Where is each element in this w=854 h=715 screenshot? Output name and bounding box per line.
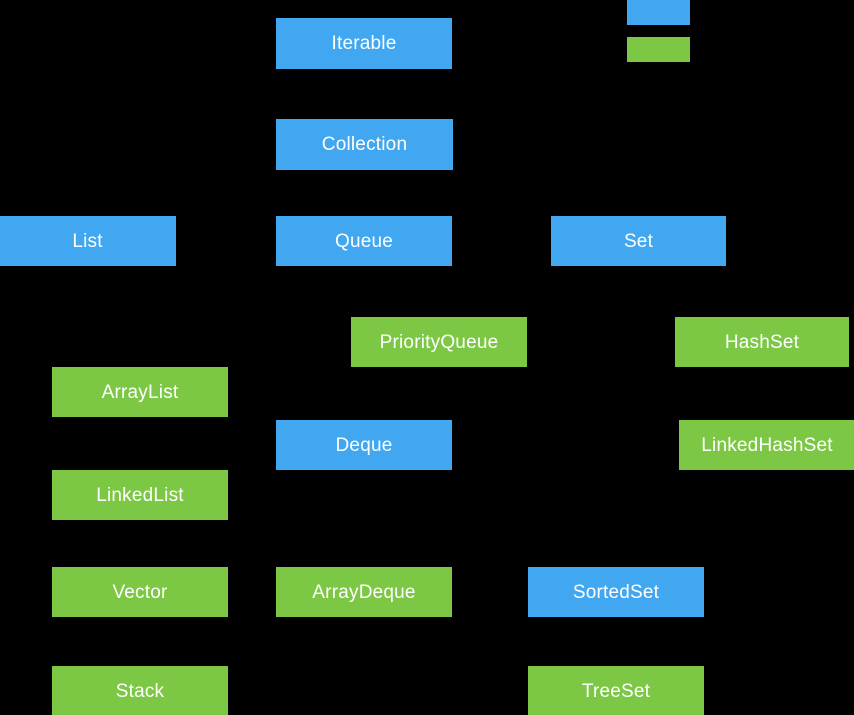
node-collection[interactable]: Collection [276,119,453,170]
node-linkedlist[interactable]: LinkedList [52,470,228,520]
node-sortedset[interactable]: SortedSet [528,567,704,617]
node-label: PriorityQueue [379,331,499,353]
node-label: Vector [112,581,168,603]
node-label: Queue [334,230,394,252]
node-label: Iterable [331,33,397,54]
node-arraydeque[interactable]: ArrayDeque [276,567,452,617]
node-label: Set [623,230,654,252]
node-iterable[interactable]: Iterable [276,18,452,69]
legend-swatch-interface [627,0,690,25]
node-label: Collection [321,134,408,155]
node-deque[interactable]: Deque [276,420,452,470]
legend-swatch-class [627,37,690,62]
node-label: LinkedHashSet [701,434,833,456]
node-label: ArrayDeque [312,581,416,603]
node-label: List [72,230,103,252]
node-label: Stack [115,680,165,702]
node-hashset[interactable]: HashSet [675,317,849,367]
node-treeset[interactable]: TreeSet [528,666,704,715]
node-vector[interactable]: Vector [52,567,228,617]
node-list[interactable]: List [0,216,176,266]
node-stack[interactable]: Stack [52,666,228,715]
node-label: LinkedList [96,484,184,506]
node-linkedhashset[interactable]: LinkedHashSet [679,420,854,470]
node-label: HashSet [724,331,800,353]
node-label: ArrayList [101,381,179,403]
node-label: SortedSet [572,581,660,603]
node-priorityqueue[interactable]: PriorityQueue [351,317,527,367]
node-arraylist[interactable]: ArrayList [52,367,228,417]
node-label: TreeSet [581,680,651,702]
node-queue[interactable]: Queue [276,216,452,266]
node-label: Deque [335,434,393,456]
node-set[interactable]: Set [551,216,726,266]
